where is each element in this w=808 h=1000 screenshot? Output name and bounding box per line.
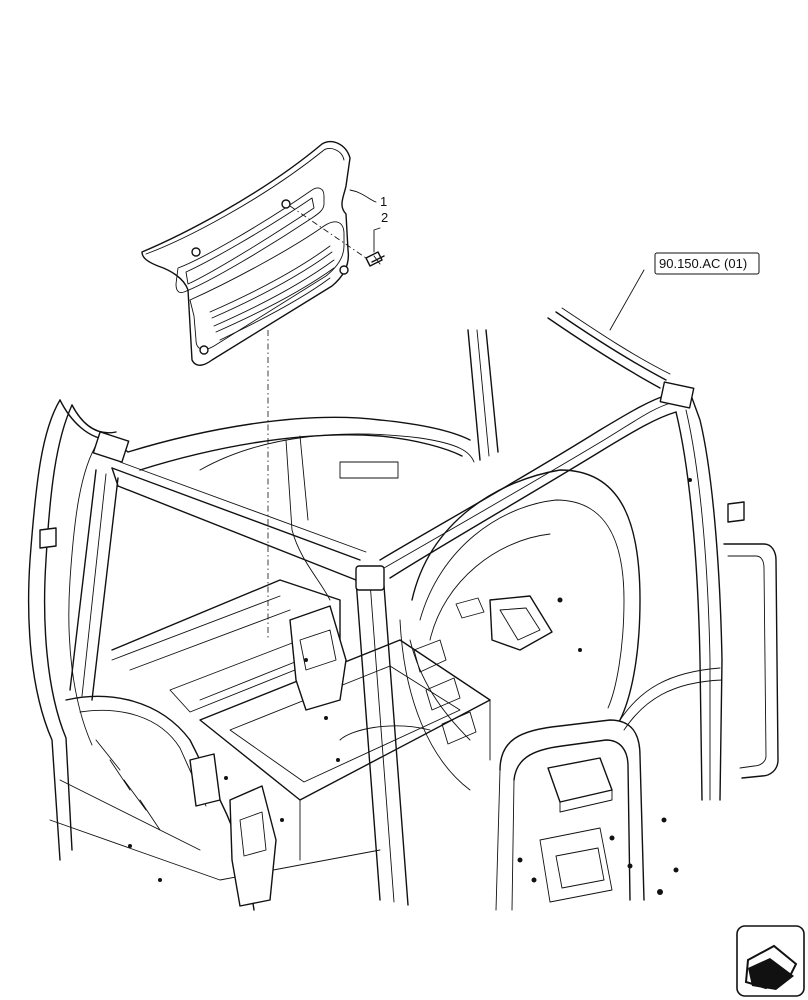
reference-leader xyxy=(609,269,645,331)
folder-arrow-icon[interactable] xyxy=(736,925,805,997)
reference-label: 90.150.AC (01) xyxy=(659,256,747,271)
callout-2: 2 xyxy=(373,210,388,253)
callout-1-leader xyxy=(349,189,377,203)
screw-centerline xyxy=(289,205,367,259)
callout-2-leader xyxy=(373,227,381,253)
cover-panel xyxy=(141,140,351,366)
fastener-dots xyxy=(128,478,692,895)
cab-frame xyxy=(27,307,779,911)
callout-1: 1 xyxy=(349,189,387,209)
reference-box xyxy=(654,252,760,275)
callout-1-label: 1 xyxy=(380,194,387,209)
reference-callout[interactable]: 90.150.AC (01) xyxy=(609,252,760,331)
callout-2-label: 2 xyxy=(381,210,388,225)
screw xyxy=(365,251,385,267)
